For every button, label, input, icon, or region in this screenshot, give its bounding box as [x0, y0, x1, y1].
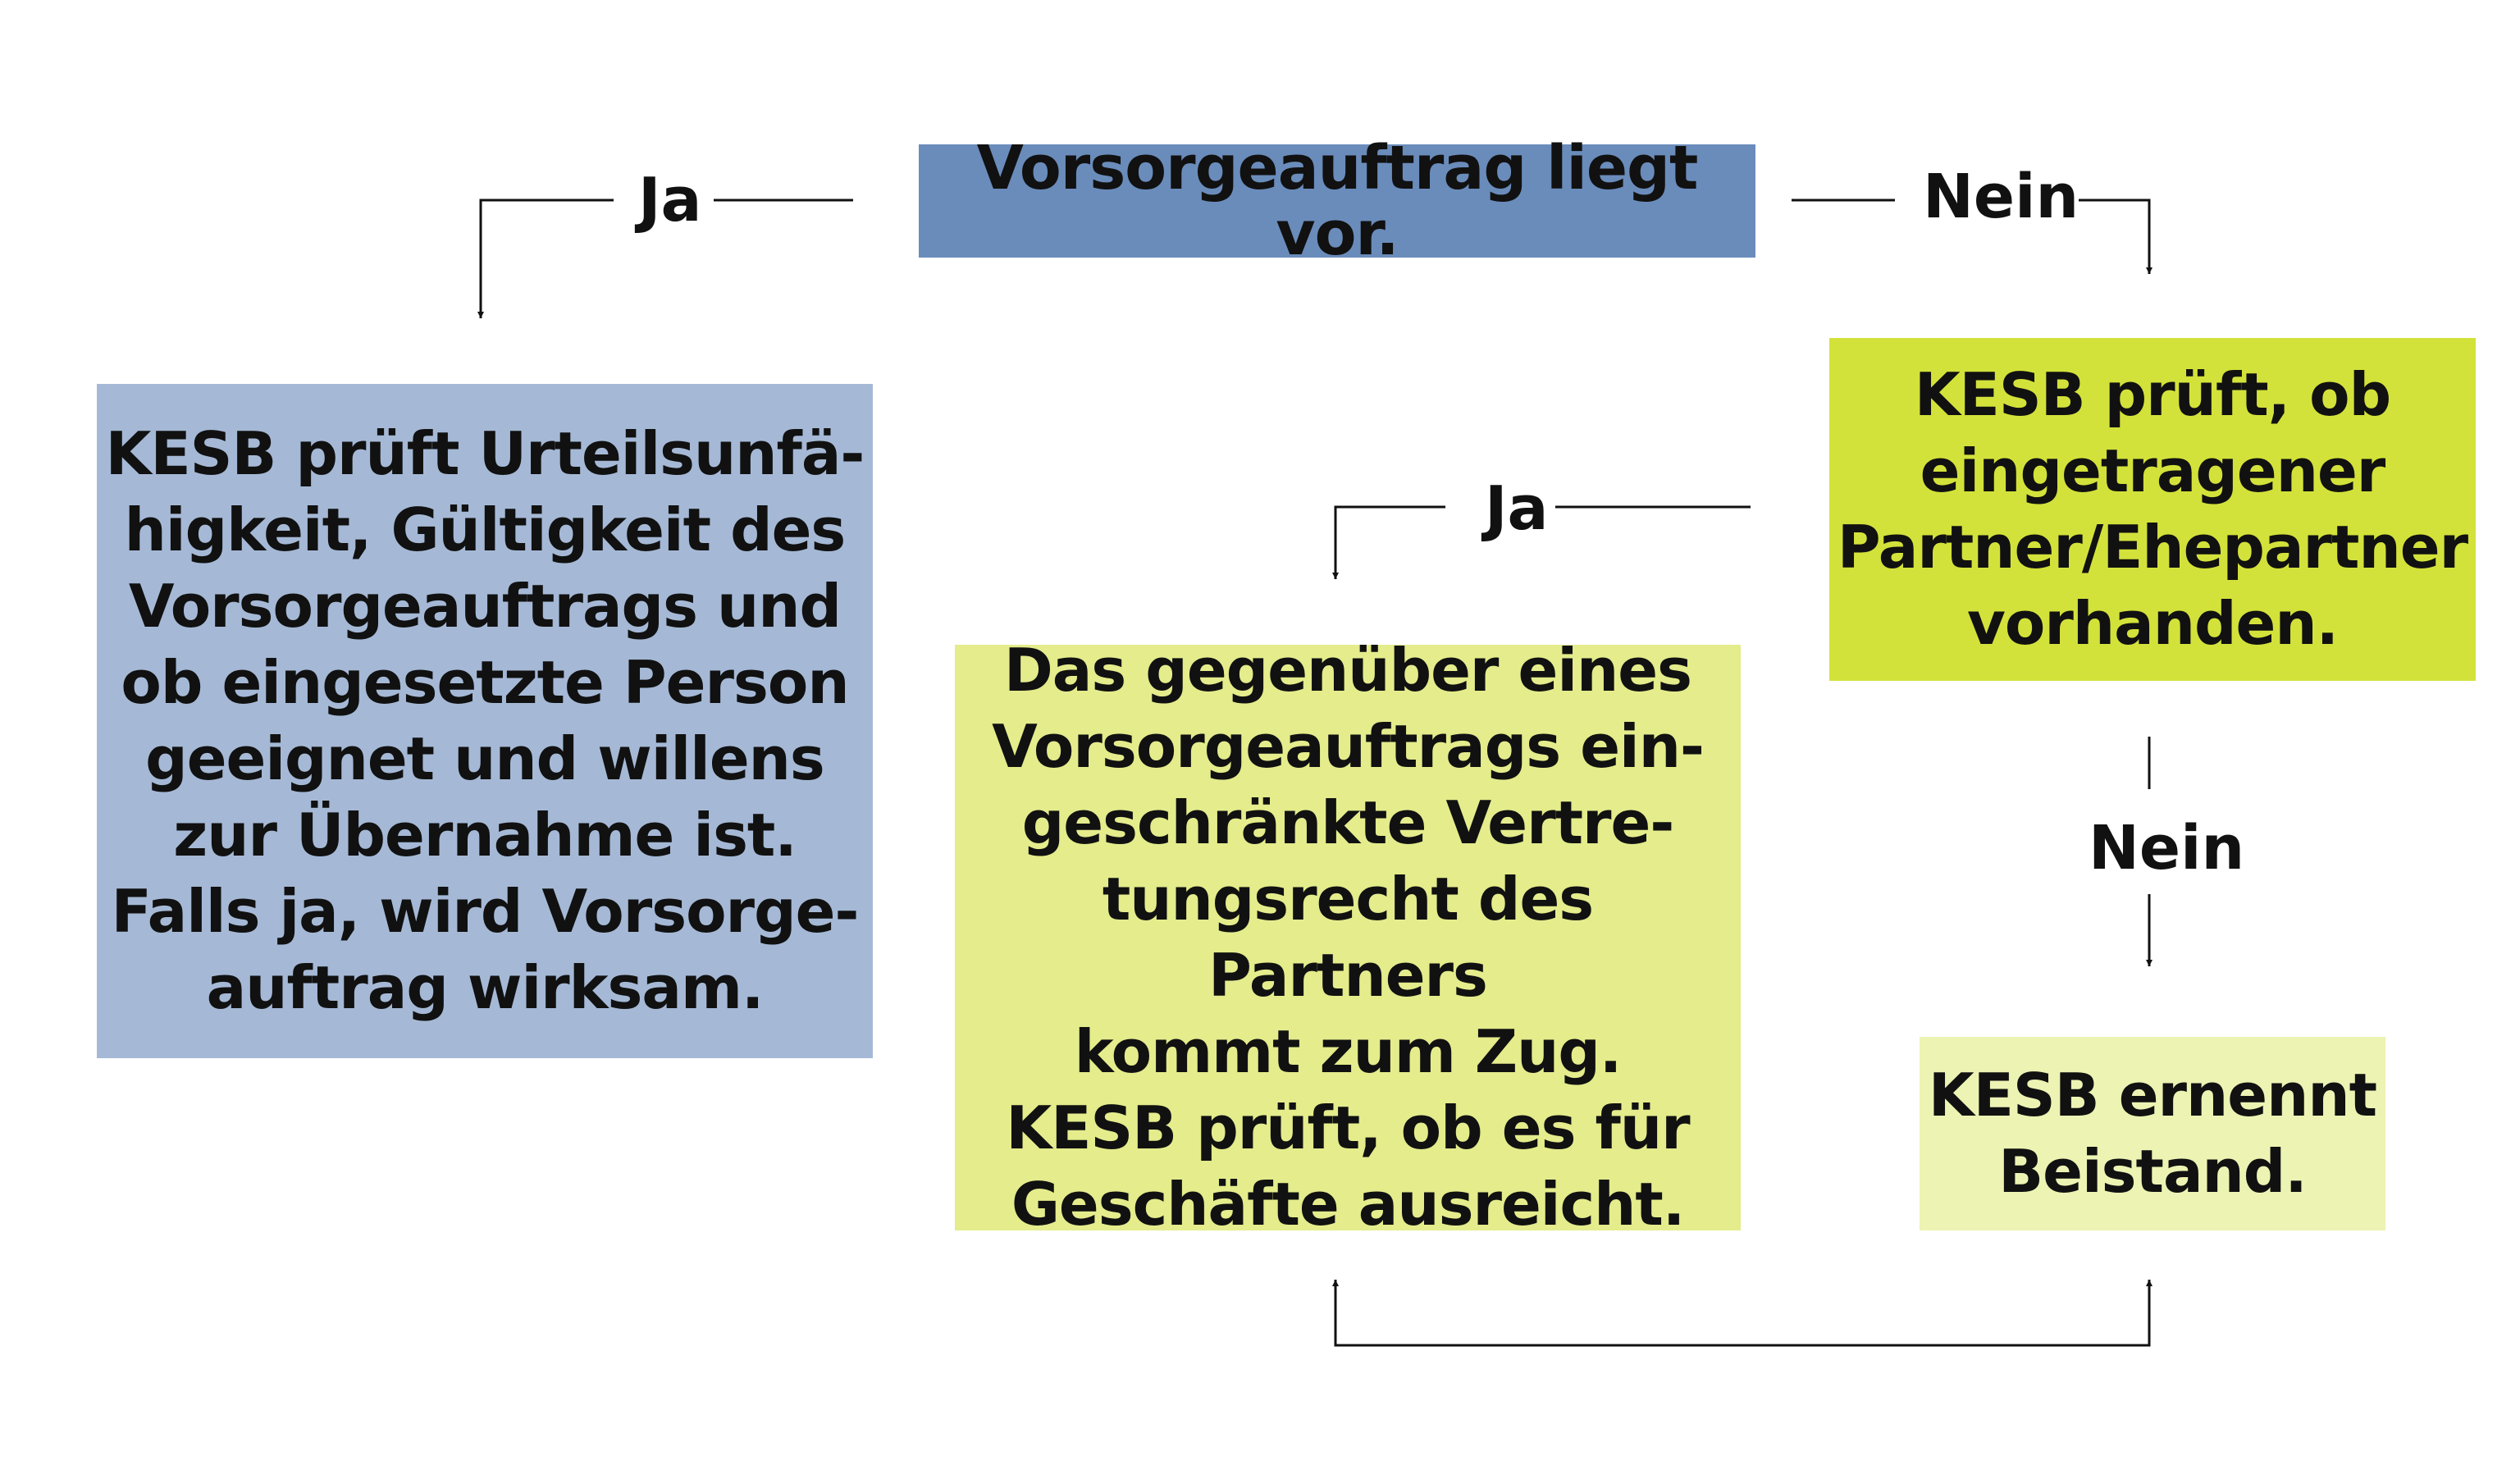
- label-nein-mid: Nein: [2089, 813, 2245, 883]
- partner-representation-box: Das gegenüber eines Vorsorgeauftrags ein…: [955, 636, 1741, 1239]
- appoint-guardian-box: KESB ernennt Beistand.: [1920, 1037, 2385, 1230]
- appoint-guardian-text: KESB ernennt Beistand.: [1928, 1061, 2377, 1206]
- start-box: Vorsorgeauftrag liegt vor.: [919, 135, 1755, 267]
- check-partner-box: KESB prüft, ob eingetragener Partner/Ehe…: [1829, 338, 2476, 681]
- label-ja-top: Ja: [638, 165, 702, 235]
- label-nein-top: Nein: [1923, 162, 2079, 232]
- connector-ja-mid-left: [1332, 505, 1445, 579]
- connector-bottom-bidirectional: [1332, 1280, 2152, 1347]
- check-incapacity-text: KESB prüft Urteilsunfä- higkeit, Gültigk…: [105, 419, 865, 1022]
- connector-ja-top-left: [477, 199, 614, 318]
- label-ja-mid: Ja: [1485, 473, 1549, 544]
- connector-nein-top-right: [2070, 199, 2152, 274]
- check-partner-text: KESB prüft, ob eingetragener Partner/Ehe…: [1837, 360, 2468, 658]
- partner-representation-text: Das gegenüber eines Vorsorgeauftrags ein…: [992, 636, 1705, 1239]
- start-box-text: Vorsorgeauftrag liegt vor.: [976, 133, 1699, 269]
- check-incapacity-box: KESB prüft Urteilsunfä- higkeit, Gültigk…: [97, 384, 873, 1058]
